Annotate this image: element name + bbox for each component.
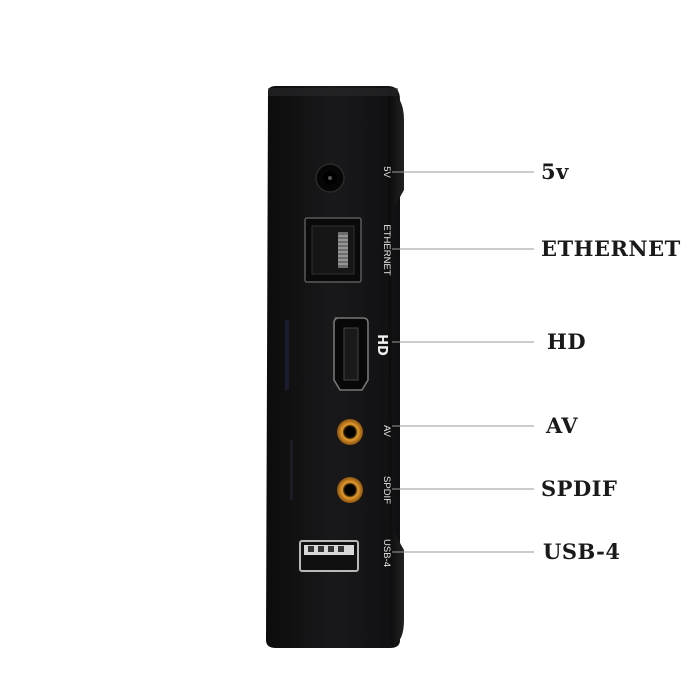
callout-spdif: SPDIF xyxy=(541,476,617,501)
tv-box-device xyxy=(266,86,404,648)
callout-lines xyxy=(392,171,534,553)
callout-hd: HD xyxy=(547,329,586,354)
port-label-5v: 5V xyxy=(381,166,392,178)
port-label-spdif: SPDIF xyxy=(381,476,392,504)
port-label-ethernet: ETHERNET xyxy=(381,224,392,275)
callout-usb: USB-4 xyxy=(543,539,620,564)
callout-av: AV xyxy=(545,413,578,438)
callout-5v: 5v xyxy=(541,159,569,184)
ethernet-port xyxy=(304,217,362,283)
hdmi-port xyxy=(333,317,369,391)
port-label-usb: USB-4 xyxy=(381,539,392,567)
port-label-hd: HD xyxy=(374,334,389,356)
usb-port xyxy=(299,540,359,572)
spdif-jack xyxy=(337,477,363,503)
dc-power-port xyxy=(315,163,345,193)
port-label-av: AV xyxy=(381,425,392,438)
callout-ethernet: ETHERNET xyxy=(541,236,681,261)
av-jack xyxy=(337,419,363,445)
